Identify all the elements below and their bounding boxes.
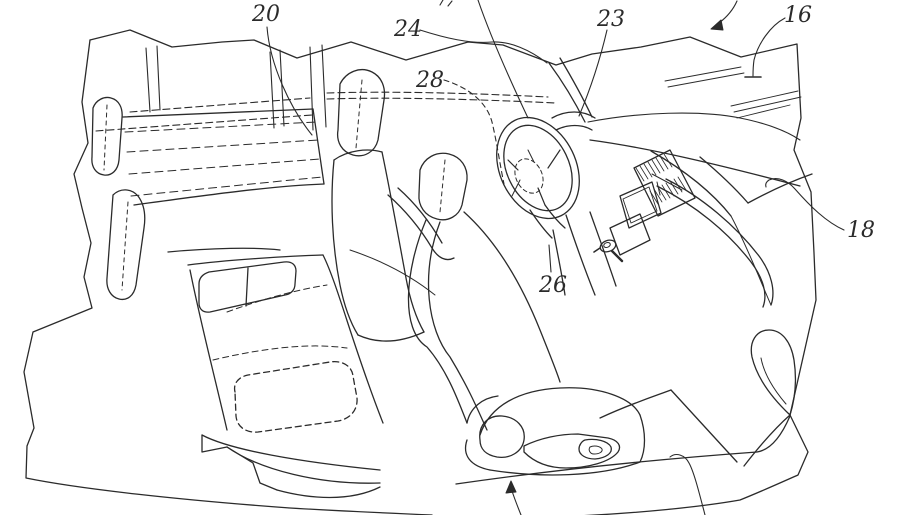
ref-label-24: 24 — [393, 17, 422, 42]
floor — [455, 389, 791, 485]
steering-wheel — [496, 116, 580, 239]
leader-cropped-top — [477, 0, 529, 119]
leader-lines — [266, 0, 845, 515]
leader-26 — [548, 244, 552, 273]
leader-bottom-hook — [669, 454, 706, 515]
door-panel — [650, 150, 813, 467]
second-row-bench — [122, 69, 455, 261]
leader-23 — [578, 29, 608, 117]
view-arrow — [718, 0, 738, 24]
ref-label-18: 18 — [847, 218, 875, 243]
center-console — [552, 149, 696, 296]
windshield-reflections — [664, 66, 802, 119]
leader-24 — [419, 29, 548, 64]
dashboard-and-windshield — [548, 57, 802, 187]
pillars-and-beltline — [95, 0, 557, 132]
leader-16 — [752, 17, 786, 77]
leader-bottom-arrow-head — [505, 480, 517, 494]
ref-label-23: 23 — [596, 7, 625, 32]
leader-28 — [443, 79, 505, 185]
ref-label-26: 26 — [538, 273, 567, 298]
second-row-right-seat — [167, 247, 384, 499]
leader-18 — [765, 178, 845, 231]
reference-numerals: 20 24 28 23 16 18 26 — [251, 2, 875, 298]
third-row-seats — [91, 96, 146, 301]
ref-label-28: 28 — [415, 68, 444, 93]
front-passenger-seat — [331, 149, 436, 342]
driver-seat — [407, 152, 646, 476]
ref-label-16: 16 — [784, 3, 812, 28]
figure-border — [23, 29, 817, 515]
leader-bottom-arrow — [511, 490, 522, 515]
ref-label-20: 20 — [251, 2, 280, 27]
leader-20 — [266, 26, 313, 136]
view-arrow-head — [710, 19, 724, 31]
